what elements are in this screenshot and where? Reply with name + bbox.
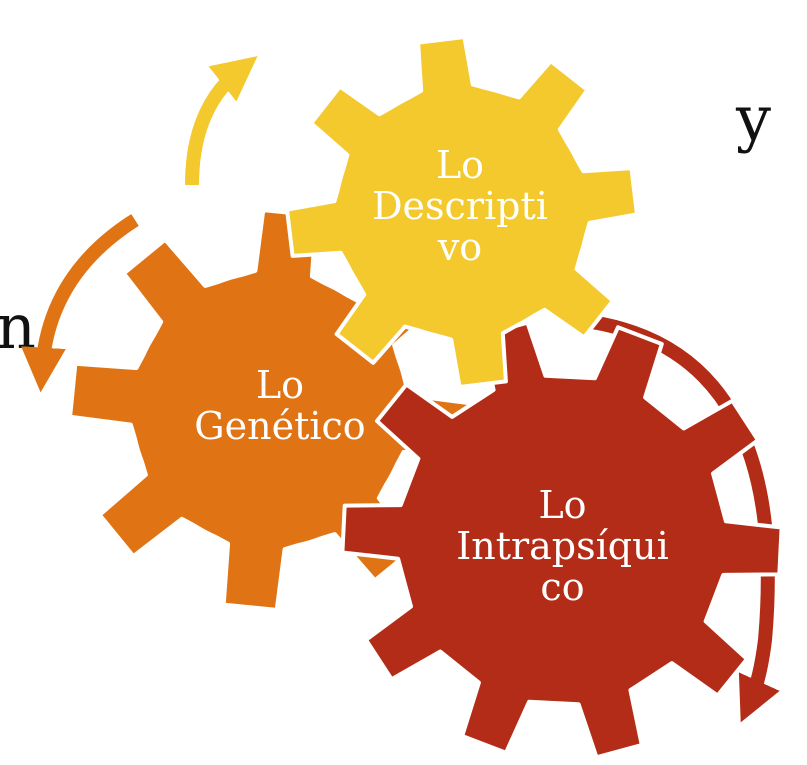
cycle-arrow-yellow xyxy=(185,56,258,186)
cycle-arrow-red xyxy=(590,315,780,723)
gear-intrapsiquico-hub xyxy=(401,379,723,701)
gear-descriptivo xyxy=(285,35,639,389)
heading-line-1: y xyxy=(736,82,772,155)
gear-genetico-hub xyxy=(134,274,406,546)
gear-descriptivo-hub xyxy=(338,88,586,336)
cycle-arrow-orange xyxy=(21,214,139,393)
gear-intrapsiquico xyxy=(340,320,784,760)
